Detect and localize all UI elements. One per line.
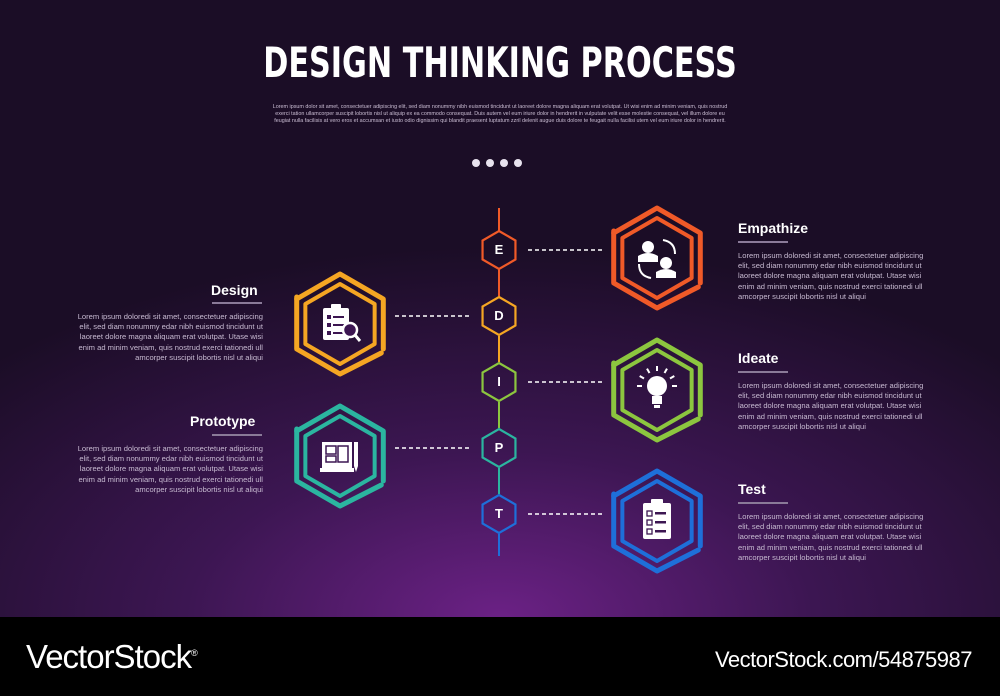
pagination-dots — [472, 159, 532, 169]
step-letter-t: T — [495, 506, 503, 521]
step-letter-d: D — [494, 308, 504, 323]
step-description-prototype: Lorem ipsum doloredi sit amet, consectet… — [77, 444, 263, 494]
step-hex-large — [611, 205, 703, 311]
infographic-canvas: DESIGN THINKING PROCESS Lorem ipsum dolo… — [0, 0, 1000, 617]
step-label-empathize: Empathize — [738, 220, 809, 236]
step-hex-large — [294, 271, 386, 377]
label-underline — [738, 502, 788, 504]
step-letter-e: E — [494, 242, 504, 257]
process-diagram — [294, 205, 703, 574]
dot — [486, 159, 494, 167]
step-label-prototype: Prototype — [190, 413, 256, 429]
people-exchange-icon — [638, 239, 676, 279]
step-description-empathize: Lorem ipsum doloredi sit amet, consectet… — [738, 251, 924, 301]
step-hex-large — [294, 403, 386, 509]
step-description-test: Lorem ipsum doloredi sit amet, consectet… — [738, 512, 924, 562]
step-hex-small — [481, 295, 517, 337]
step-description-ideate: Lorem ipsum doloredi sit amet, consectet… — [738, 381, 924, 431]
dot — [514, 159, 522, 167]
step-letter-p: P — [494, 440, 504, 455]
lightbulb-icon — [637, 366, 677, 408]
step-hex-small — [481, 427, 517, 469]
step-description-design: Lorem ipsum doloredi sit amet, consectet… — [77, 312, 263, 362]
label-underline — [212, 302, 262, 304]
page-subtitle: Lorem ipsum dolor sit amet, consectetuer… — [272, 104, 728, 125]
checklist-icon — [643, 499, 671, 539]
dot — [500, 159, 508, 167]
dot — [472, 159, 480, 167]
step-hex-large — [611, 337, 703, 443]
step-hex-small — [481, 493, 517, 535]
clipboard-search-icon — [323, 304, 362, 342]
page-title: DESIGN THINKING PROCESS — [263, 38, 737, 87]
stock-id: VectorStock.com/54875987 — [714, 647, 973, 672]
label-underline — [738, 241, 788, 243]
label-underline — [212, 434, 262, 436]
step-label-ideate: Ideate — [738, 350, 779, 366]
step-label-design: Design — [211, 282, 258, 298]
step-hex-small — [481, 361, 517, 403]
label-underline — [738, 371, 788, 373]
step-label-test: Test — [738, 481, 766, 497]
footer-bar: VectorStock® VectorStock.com/54875987 — [0, 617, 1000, 696]
blueprint-icon — [320, 442, 358, 472]
step-letter-i: I — [497, 374, 501, 389]
brand-logo: VectorStock® — [26, 638, 198, 675]
step-hex-large — [611, 468, 703, 574]
step-hex-small — [481, 229, 517, 271]
